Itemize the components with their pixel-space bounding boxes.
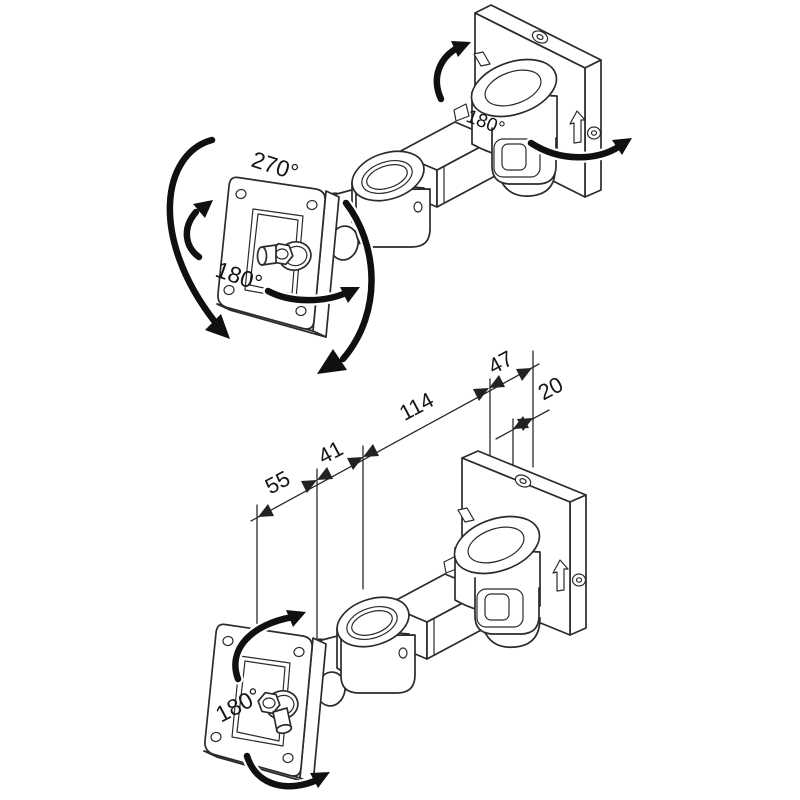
tilt-180-small-arrowhead-icon	[193, 200, 213, 218]
vesa-hole	[295, 305, 307, 317]
vesa-hole	[223, 284, 235, 296]
release-tab	[473, 51, 491, 67]
bolt-bore	[275, 248, 289, 260]
wall-joint-bracket-tab	[484, 593, 510, 621]
dim-arrowhead	[363, 444, 379, 457]
dim-arrowhead	[317, 467, 333, 480]
wall-joint-ring-inner	[467, 526, 525, 564]
tilt-180-down-arc-icon	[243, 752, 321, 790]
dim-arrowhead	[489, 375, 505, 388]
swivel-270-arc-icon	[166, 136, 219, 326]
dim-arrowhead	[517, 418, 533, 431]
swivel-270-arrowhead-icon	[205, 314, 230, 339]
elbow-ring-inner	[366, 164, 408, 190]
wall-joint-bracket-tab	[501, 143, 527, 171]
vesa-hole	[210, 731, 222, 743]
bottom-view: 180° 55 41 114 47	[203, 346, 587, 792]
elbow-bracket-hole	[398, 647, 408, 659]
arm-clip-tab	[453, 103, 470, 122]
wall-rotate-up-arrowhead-icon	[451, 41, 471, 57]
tilt-180-face-arc-icon	[264, 287, 352, 304]
vesa-pad-outer	[231, 655, 291, 747]
dim-arrowhead	[473, 388, 489, 401]
up-arrow-marking	[569, 110, 586, 144]
tilt-180-up-arc-icon	[232, 613, 297, 683]
dimension-line-main	[250, 363, 540, 522]
vesa-plate	[216, 176, 340, 338]
elbow-joint	[351, 150, 431, 248]
center-bolt	[256, 241, 312, 271]
side-screw-inner	[575, 577, 583, 583]
elbow-ring-inner	[351, 610, 393, 636]
dimension-label: 47	[484, 346, 517, 380]
tilt-180-large-arc-icon	[339, 199, 375, 363]
vesa-hole	[306, 199, 318, 211]
elbow-bracket-hole	[413, 201, 423, 213]
dimension-label: 20	[534, 372, 567, 406]
dim-arrowhead	[258, 504, 274, 517]
release-tab	[457, 507, 475, 523]
rotation-arrows	[164, 41, 632, 374]
wall-screw-inner	[519, 478, 527, 484]
elbow-bracket	[355, 188, 431, 248]
vesa-pad-inner	[236, 660, 286, 742]
tilt-180-up-arrowhead-icon	[286, 610, 306, 627]
rotation-arrows	[229, 610, 330, 792]
vesa-hole	[282, 752, 294, 764]
dim-arrowhead	[301, 480, 317, 493]
wall-rotate-right-arrowhead-icon	[612, 138, 632, 155]
dimension-label: 41	[314, 436, 347, 470]
elbow-bracket	[340, 634, 416, 694]
wall-rotate-right-arc-icon	[527, 139, 624, 161]
elbow-joint	[336, 596, 416, 694]
bolt-shaft-cap	[256, 246, 268, 266]
dim-arrowhead	[347, 457, 363, 470]
vesa-hole	[293, 646, 305, 658]
dim-arrowhead	[516, 368, 532, 381]
vesa-hole	[222, 635, 234, 647]
center-bolt	[257, 690, 299, 735]
wall-screw-inner	[536, 33, 544, 41]
top-view: 180°	[164, 4, 632, 374]
wall-swivel-joint	[453, 507, 541, 648]
vesa-hole	[235, 188, 247, 200]
dimension-label: 114	[395, 387, 438, 426]
tilt-180-down-arrowhead-icon	[310, 772, 330, 788]
side-screw-inner	[590, 130, 598, 136]
bolt-bore	[262, 697, 276, 709]
tilt-180-large-arrowhead-icon	[317, 349, 347, 374]
bolt-shaft-cap	[275, 723, 293, 735]
tilt-180-face-arrowhead-icon	[340, 287, 360, 303]
dimension-label: 55	[261, 466, 294, 500]
wall-rotate-up-arc-icon	[433, 43, 463, 103]
wall-plate-side-facet	[569, 494, 587, 636]
tilt-180-small-arc-icon	[183, 208, 203, 261]
wall-joint-ring-inner	[484, 69, 542, 107]
up-arrow-marking	[552, 559, 569, 592]
